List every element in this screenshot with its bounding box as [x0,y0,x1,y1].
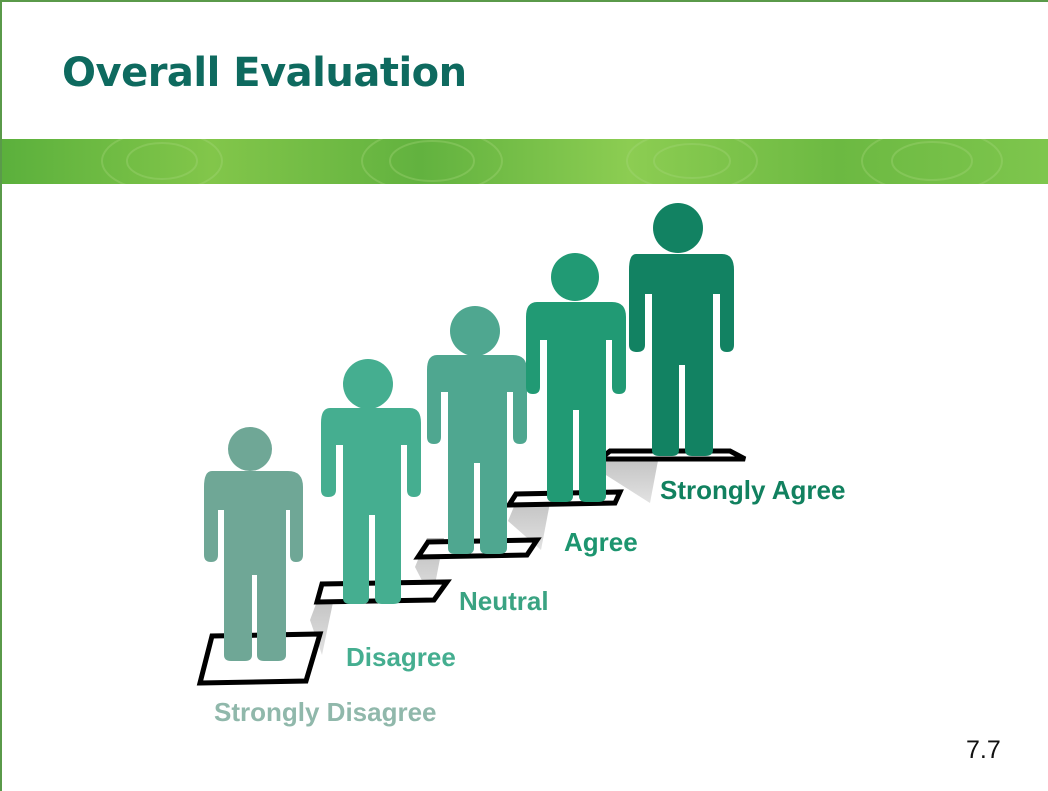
label-agree: Agree [564,527,638,557]
figure-head [228,427,272,471]
label-strongly-agree: Strongly Agree [660,475,845,505]
label-strongly-disagree: Strongly Disagree [214,697,437,727]
figure-body [204,471,303,661]
figure-disagree [321,359,421,604]
figure-body [427,355,527,554]
banner-texture [101,139,1003,184]
figure-body [629,254,734,456]
figure-agree [526,253,626,502]
figure-head [551,253,599,301]
label-neutral: Neutral [459,586,549,616]
figure-strongly-agree [629,203,734,456]
label-disagree: Disagree [346,642,456,672]
figure-strongly-disagree [204,427,303,661]
figure-body [526,302,626,502]
slide-title: Overall Evaluation [62,50,467,96]
figure-head [653,203,703,253]
figure-head [343,359,393,409]
figure-body [321,408,421,604]
page-number: 7.7 [966,736,1001,764]
decorative-banner [2,139,1048,184]
figure-neutral [427,306,527,554]
figure-head [450,306,500,356]
